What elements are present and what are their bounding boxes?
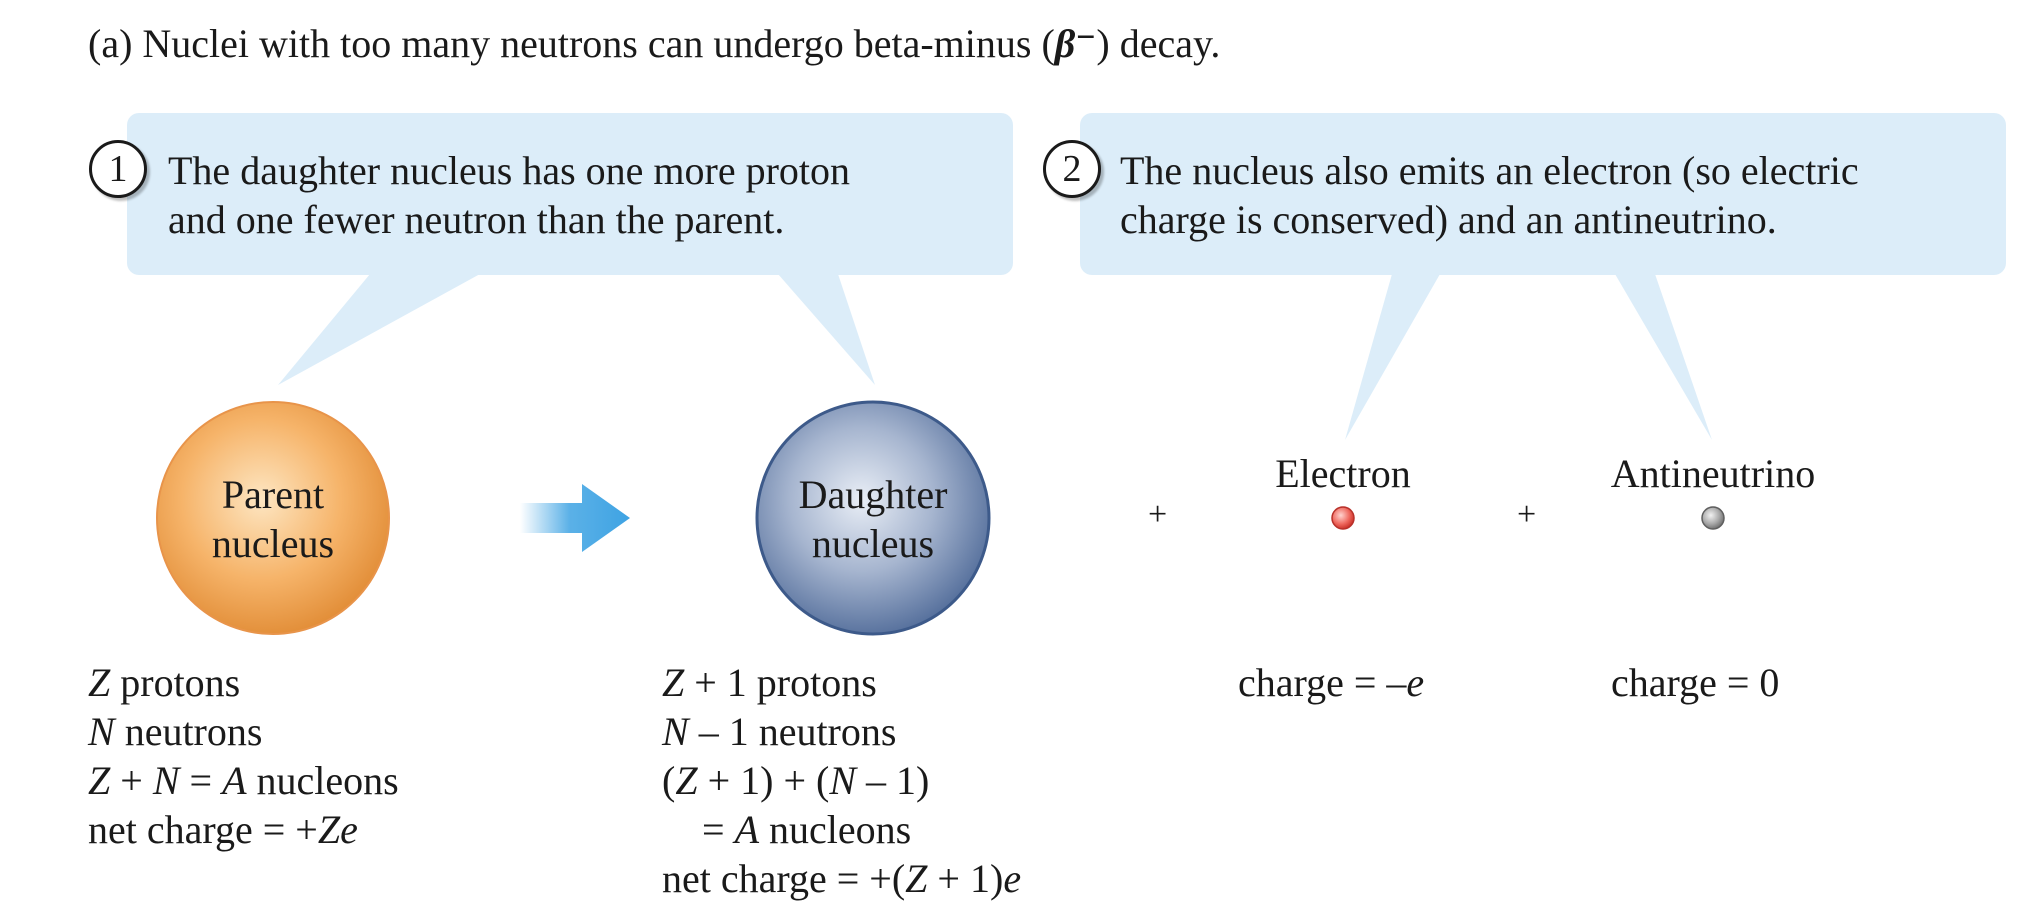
daughter-info-charge: net charge = +(Z + 1)e: [662, 854, 1021, 903]
parent-label-line-1: Parent: [173, 470, 373, 519]
parent-nucleus-label: Parent nucleus: [173, 470, 373, 568]
parent-info-protons: Z protons: [88, 658, 399, 707]
daughter-info-sum: (Z + 1) + (N – 1): [662, 756, 1021, 805]
antineutrino-label: Antineutrino: [1573, 450, 1853, 497]
decay-arrow-icon: [520, 484, 630, 552]
electron-particle: [1332, 507, 1354, 529]
daughter-label-line-1: Daughter: [763, 470, 983, 519]
parent-info-neutrons: N neutrons: [88, 707, 399, 756]
daughter-info-neutrons: N – 1 neutrons: [662, 707, 1021, 756]
daughter-info-nucleons: = A nucleons: [662, 805, 1021, 854]
electron-label: Electron: [1243, 450, 1443, 497]
daughter-info-protons: Z + 1 protons: [662, 658, 1021, 707]
plus-sign-1: +: [1148, 496, 1167, 534]
plus-sign-2: +: [1517, 496, 1536, 534]
parent-info: Z protons N neutrons Z + N = A nucleons …: [88, 658, 399, 854]
daughter-nucleus-label: Daughter nucleus: [763, 470, 983, 568]
parent-info-nucleons: Z + N = A nucleons: [88, 756, 399, 805]
daughter-label-line-2: nucleus: [763, 519, 983, 568]
antineutrino-particle: [1702, 507, 1724, 529]
antineutrino-charge: charge = 0: [1611, 658, 1779, 707]
daughter-info: Z + 1 protons N – 1 neutrons (Z + 1) + (…: [662, 658, 1021, 903]
electron-charge: charge = –e: [1238, 658, 1424, 707]
parent-info-charge: net charge = +Ze: [88, 805, 399, 854]
parent-label-line-2: nucleus: [173, 519, 373, 568]
